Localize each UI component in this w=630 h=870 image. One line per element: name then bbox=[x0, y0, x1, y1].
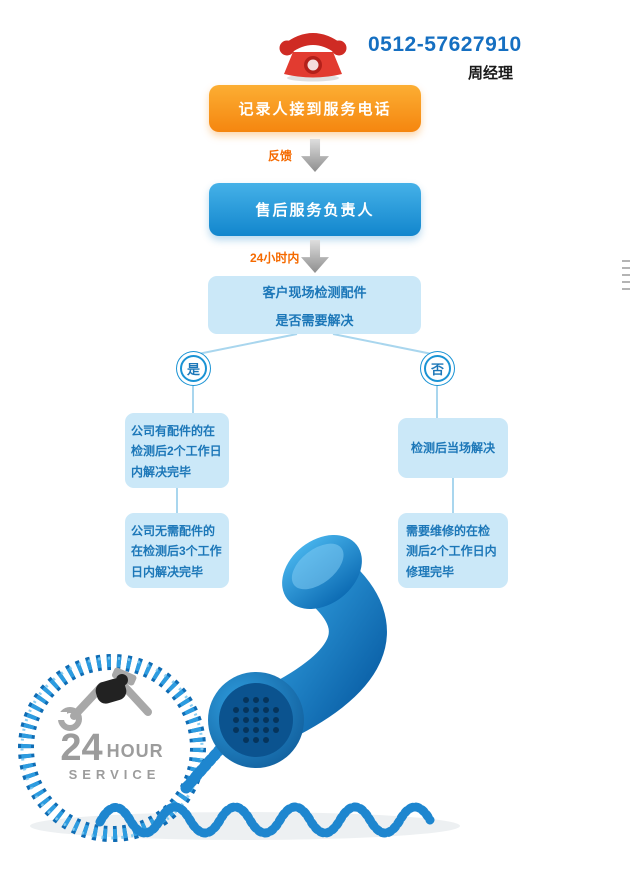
branch-no-node: 否 bbox=[424, 355, 451, 382]
arrow-label-24h: 24小时内 bbox=[250, 251, 300, 265]
flow-step-onsite-check: 客户现场检测配件 是否需要解决 bbox=[208, 276, 421, 334]
result-yes-has-parts: 公司有配件的在检测后2个工作日内解决完毕 bbox=[125, 413, 229, 488]
down-arrow-icon bbox=[301, 139, 329, 172]
contact-person: 周经理 bbox=[468, 65, 514, 82]
check-line-1: 客户现场检测配件 bbox=[262, 284, 367, 300]
service-phone-number: 0512-57627910 bbox=[368, 33, 522, 56]
result-no-needs-repair: 需要维修的在检测后2个工作日内修理完毕 bbox=[398, 513, 508, 588]
ground-shadow bbox=[30, 812, 460, 840]
earpiece bbox=[282, 534, 362, 610]
badge-number: 24 bbox=[60, 727, 103, 769]
result-no-onsite-fix: 检测后当场解决 bbox=[398, 418, 508, 478]
telephone-handset-illustration bbox=[18, 534, 460, 842]
flow-step-aftersales-manager: 售后服务负责人 bbox=[209, 183, 421, 236]
result-yes-no-parts: 公司无需配件的在检测后3个工作日内解决完毕 bbox=[125, 513, 229, 588]
24-hour-service-badge: 24 HOUR SERVICE bbox=[37, 727, 187, 783]
mouthpiece bbox=[208, 672, 304, 768]
clipped-edge-fragment bbox=[622, 260, 630, 290]
down-arrow-icon bbox=[301, 240, 329, 273]
red-telephone-icon bbox=[279, 33, 347, 82]
flow-step-receive-call: 记录人接到服务电话 bbox=[209, 85, 421, 132]
tools-icon bbox=[58, 667, 152, 731]
badge-hour-label: HOUR bbox=[106, 741, 164, 762]
handset bbox=[208, 534, 387, 768]
branch-yes-node: 是 bbox=[180, 355, 207, 382]
badge-service-label: SERVICE bbox=[68, 767, 161, 783]
arrow-label-feedback: 反馈 bbox=[268, 149, 293, 163]
check-line-2: 是否需要解决 bbox=[275, 312, 354, 328]
